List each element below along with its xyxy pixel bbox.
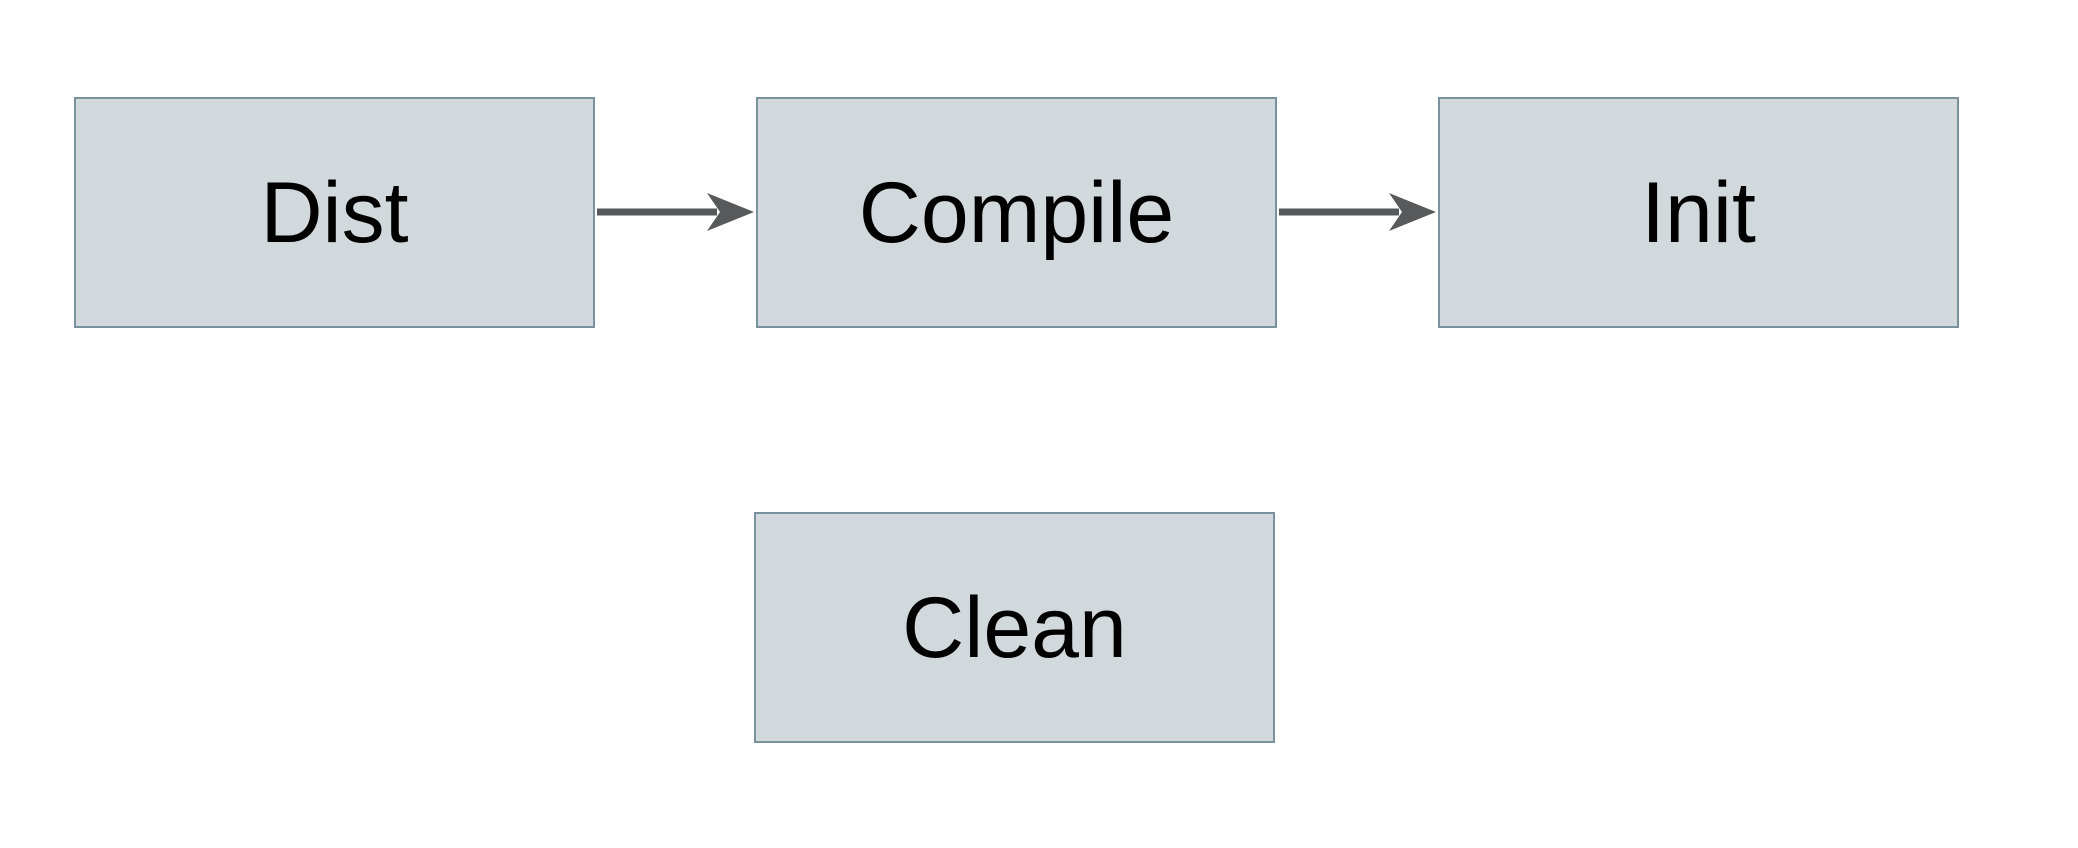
node-compile-label: Compile	[858, 164, 1175, 261]
arrow-dist-to-compile-icon	[597, 193, 754, 231]
node-dist[interactable]: Dist	[74, 97, 595, 328]
node-init-label: Init	[1641, 164, 1756, 261]
node-init[interactable]: Init	[1438, 97, 1959, 328]
arrow-compile-to-init-icon	[1279, 193, 1436, 231]
node-dist-label: Dist	[260, 164, 409, 261]
node-clean-label: Clean	[902, 579, 1127, 676]
node-clean[interactable]: Clean	[754, 512, 1275, 743]
node-compile[interactable]: Compile	[756, 97, 1277, 328]
